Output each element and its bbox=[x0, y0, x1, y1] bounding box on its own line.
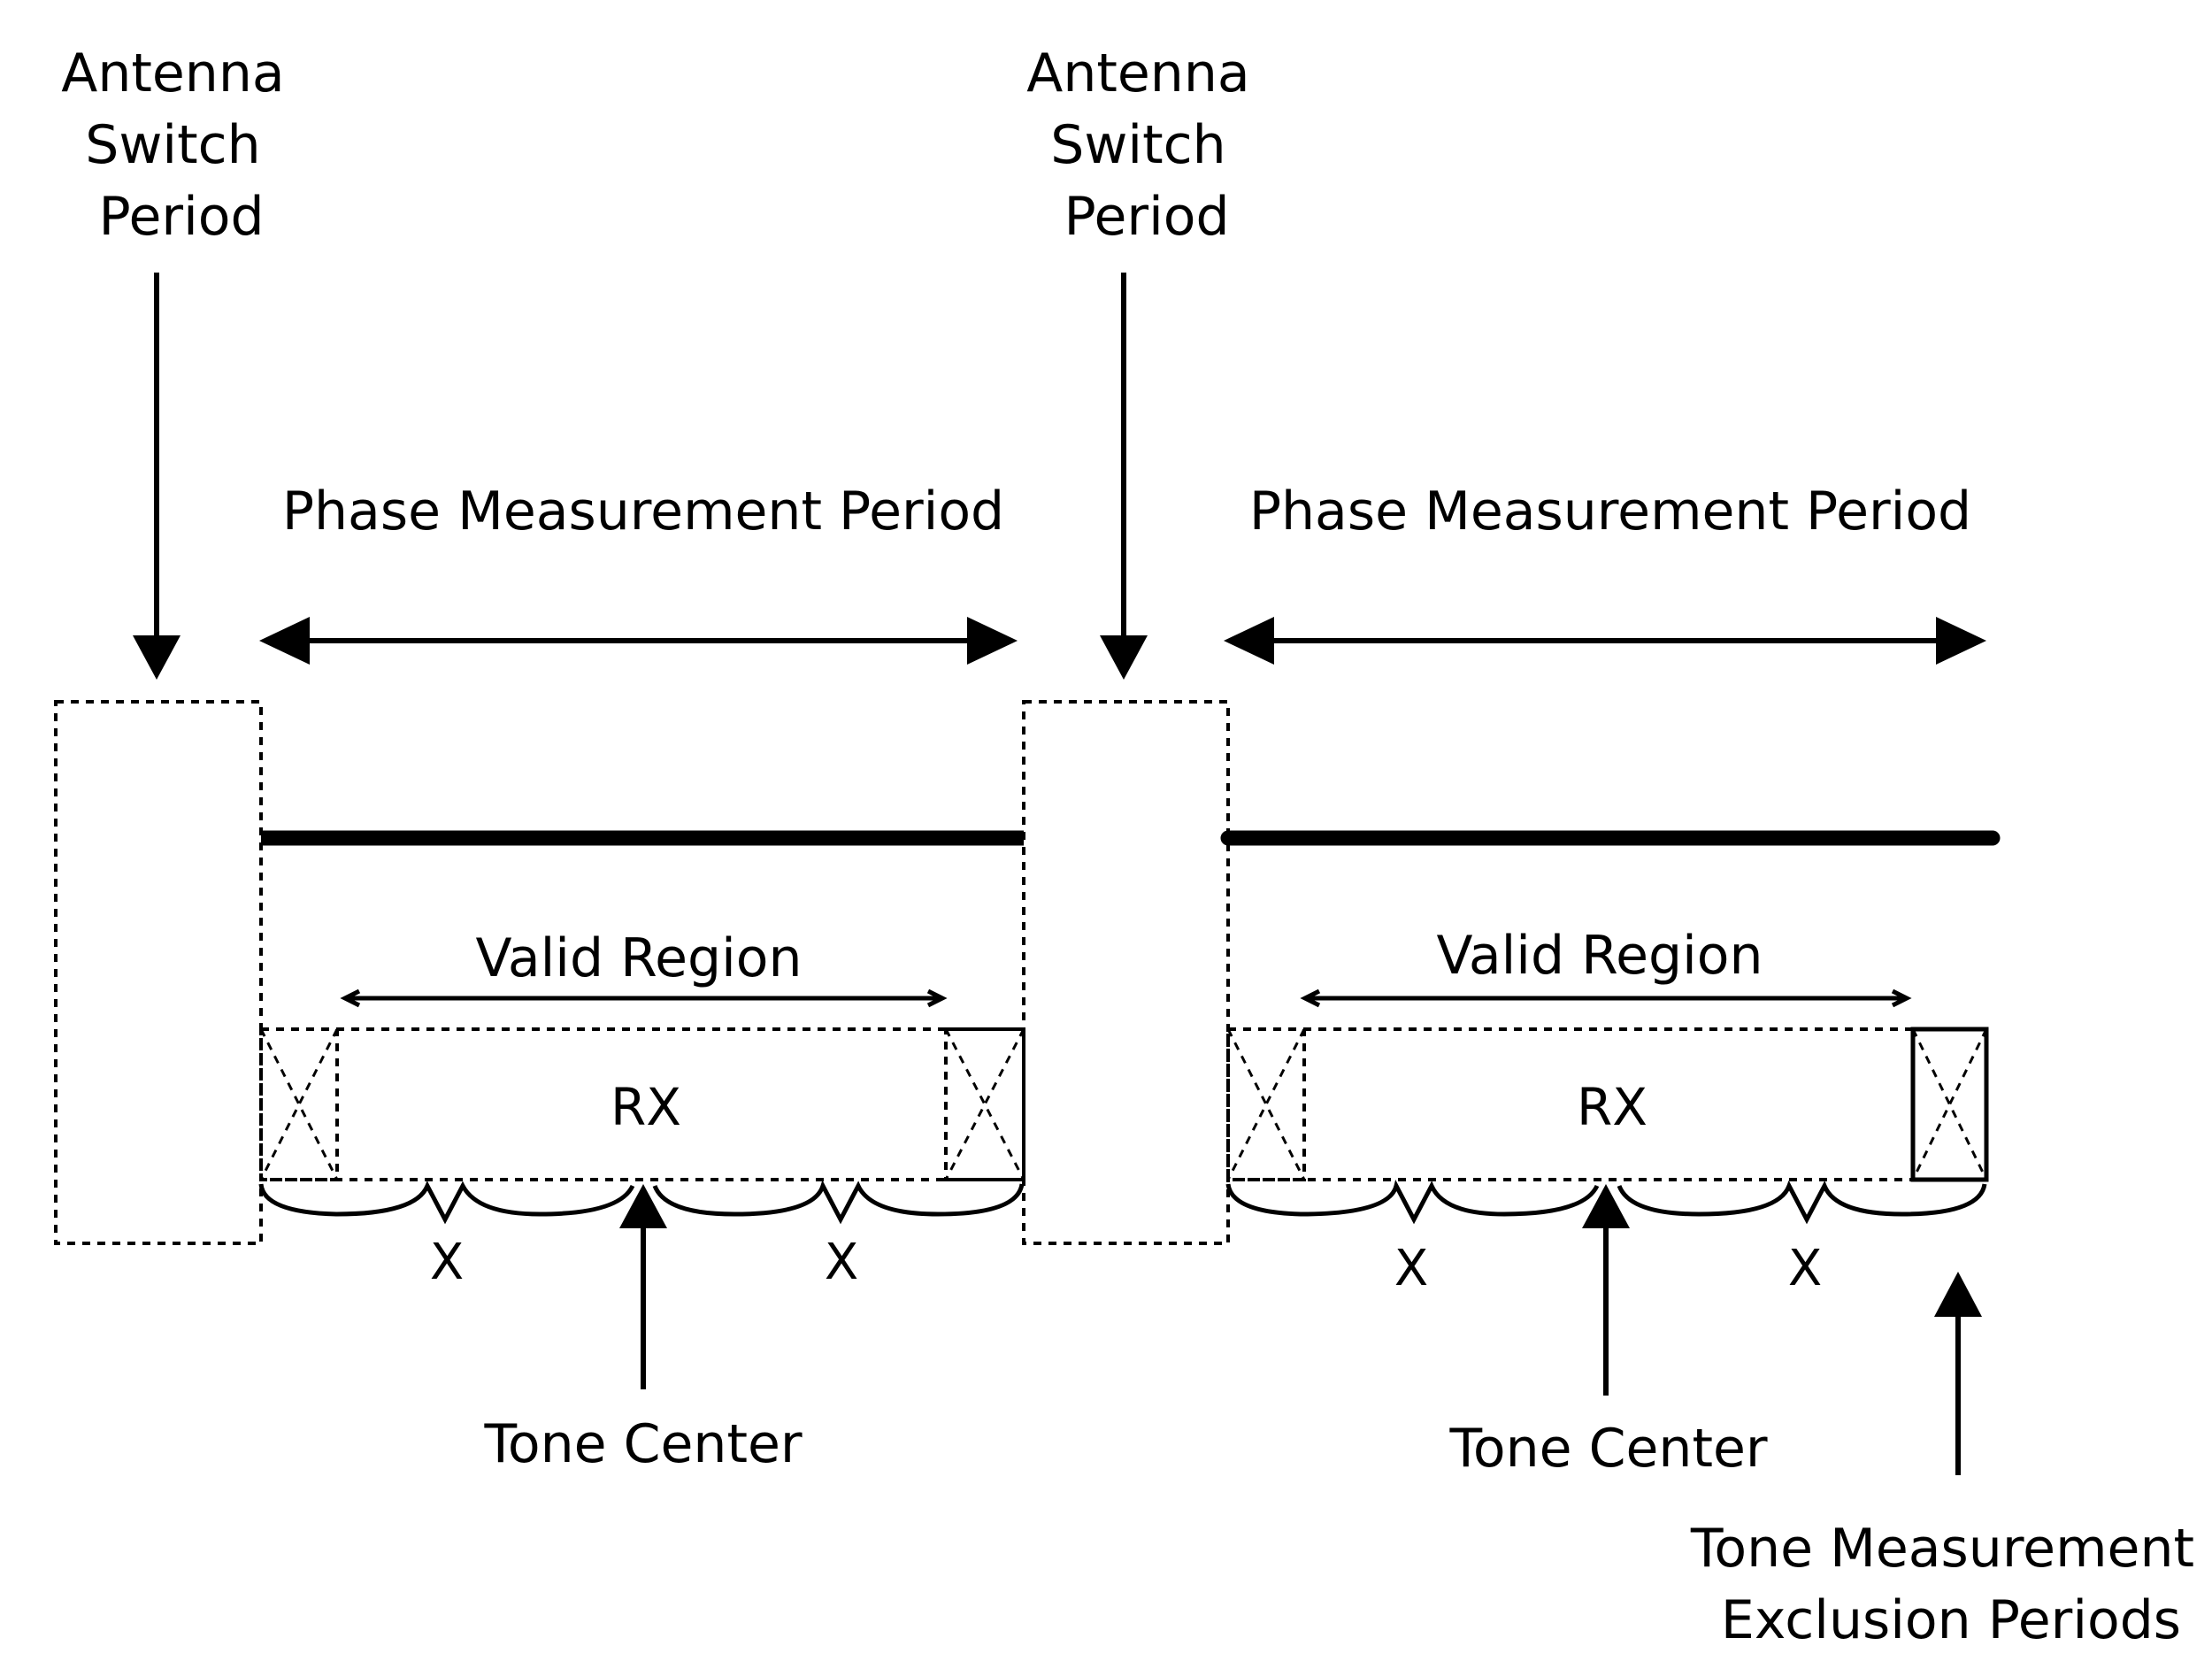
rx-label-2: RX bbox=[1577, 1077, 1647, 1137]
rx-block-1: RX bbox=[259, 1027, 1025, 1181]
exclusion-box-1-left bbox=[259, 1027, 339, 1181]
braces-1 bbox=[258, 1180, 1025, 1225]
phase-measurement-label-2: Phase Measurement Period bbox=[1249, 481, 1971, 542]
tone-center-arrow-2 bbox=[1582, 1184, 1630, 1396]
tone-center-label-2: Tone Center bbox=[1448, 1418, 1767, 1480]
exclusion-box-2-left bbox=[1226, 1027, 1306, 1181]
valid-region-label-1: Valid Region bbox=[475, 927, 802, 989]
antenna-switch-period-box-2 bbox=[1022, 700, 1230, 1245]
antenna-switch-arrow-2 bbox=[1100, 273, 1148, 680]
tone-center-arrow-1 bbox=[619, 1184, 667, 1389]
x-marker-1: X bbox=[430, 1234, 464, 1291]
phase-measurement-label-1: Phase Measurement Period bbox=[282, 481, 1004, 542]
x-marker-4: X bbox=[1788, 1240, 1822, 1297]
antenna-switch-arrow-1 bbox=[133, 273, 180, 680]
valid-region-label-2: Valid Region bbox=[1436, 925, 1763, 987]
braces-2 bbox=[1225, 1180, 1987, 1225]
x-marker-3: X bbox=[1394, 1240, 1428, 1297]
tone-center-label-1: Tone Center bbox=[483, 1413, 802, 1475]
tone-exclusion-arrow bbox=[1934, 1272, 1982, 1475]
exclusion-box-1-right bbox=[944, 1027, 1025, 1181]
exclusion-box-2-right bbox=[1910, 1027, 1989, 1182]
antenna-switch-label-1: Antenna Switch Period bbox=[61, 42, 301, 248]
antenna-switch-period-box-1 bbox=[54, 700, 263, 1245]
tone-exclusion-label: Tone Measurement Exclusion Periods bbox=[1690, 1518, 2211, 1651]
x-marker-2: X bbox=[825, 1234, 858, 1291]
rx-label-1: RX bbox=[611, 1077, 681, 1137]
antenna-switch-label-2: Antenna Switch Period bbox=[1026, 42, 1266, 248]
rx-block-2: RX bbox=[1226, 1027, 1989, 1182]
phase-measurement-arrow-2 bbox=[1224, 617, 1986, 665]
phase-measurement-arrow-1 bbox=[259, 617, 1018, 665]
